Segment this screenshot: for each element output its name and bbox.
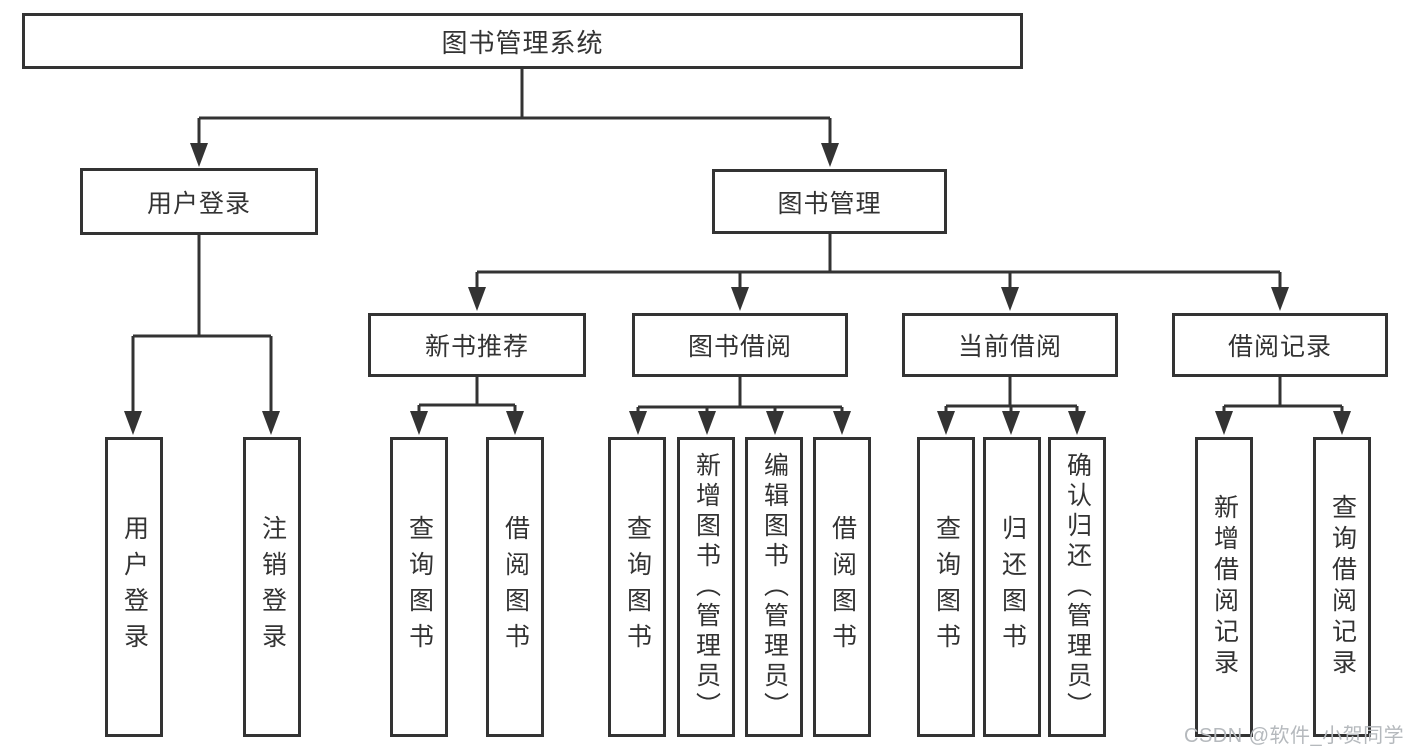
arrow-down-icon: [1271, 287, 1289, 311]
node-book-management-label: 图书管理: [777, 189, 882, 218]
arrow-down-icon: [1333, 411, 1351, 435]
node-book-borrow: 图书借阅: [632, 313, 848, 377]
leaf-logout-login: 注销登录: [243, 437, 301, 737]
leaf-add-book-admin: 新增图书（管理员）: [677, 437, 735, 737]
connector-root-to-level2: [190, 66, 839, 167]
leaf-user-login: 用户登录: [105, 437, 163, 737]
leaf-borrow-query-book: 查询图书: [608, 437, 666, 737]
arrow-down-icon: [698, 411, 716, 435]
node-current-borrow-label: 当前借阅: [957, 333, 1062, 361]
node-new-book-recommend: 新书推荐: [368, 313, 586, 377]
connector-book-borrow-children: [629, 375, 851, 435]
node-root: 图书管理系统: [22, 13, 1023, 69]
leaf-current-query-book: 查询图书: [917, 437, 975, 737]
connector-book-management-level3: [468, 232, 1289, 311]
node-new-book-recommend-label: 新书推荐: [424, 333, 529, 361]
node-borrow-record-label: 借阅记录: [1227, 333, 1332, 361]
leaf-edit-book-admin-label: 编辑图书（管理员）: [760, 452, 789, 722]
leaf-return-book: 归还图书: [983, 437, 1041, 737]
node-book-borrow-label: 图书借阅: [687, 333, 792, 361]
node-borrow-record: 借阅记录: [1172, 313, 1388, 377]
leaf-add-book-admin-label: 新增图书（管理员）: [692, 452, 721, 722]
leaf-add-borrow-record: 新增借阅记录: [1195, 437, 1253, 737]
leaf-user-login-label: 用户登录: [120, 515, 149, 659]
arrow-down-icon: [262, 411, 280, 435]
leaf-recommend-borrow-book: 借阅图书: [486, 437, 544, 737]
leaf-recommend-query-book-label: 查询图书: [405, 515, 434, 659]
arrow-down-icon: [937, 411, 955, 435]
arrow-down-icon: [1001, 287, 1019, 311]
arrow-down-icon: [1215, 411, 1233, 435]
arrow-down-icon: [190, 143, 208, 167]
leaf-query-borrow-record-label: 查询借阅记录: [1328, 494, 1357, 680]
arrow-down-icon: [766, 411, 784, 435]
node-current-borrow: 当前借阅: [902, 313, 1118, 377]
arrow-down-icon: [629, 411, 647, 435]
leaf-borrow-query-book-label: 查询图书: [623, 515, 652, 659]
arrow-down-icon: [1068, 411, 1086, 435]
connector-user-login-children: [124, 233, 280, 435]
arrow-down-icon: [731, 287, 749, 311]
leaf-query-borrow-record: 查询借阅记录: [1313, 437, 1371, 737]
leaf-confirm-return-admin: 确认归还（管理员）: [1048, 437, 1106, 737]
leaf-logout-login-label: 注销登录: [258, 515, 287, 659]
leaf-edit-book-admin: 编辑图书（管理员）: [745, 437, 803, 737]
node-root-label: 图书管理系统: [441, 27, 604, 58]
leaf-current-query-book-label: 查询图书: [932, 515, 961, 659]
leaf-borrow-borrow-book-label: 借阅图书: [828, 515, 857, 659]
leaf-confirm-return-admin-label: 确认归还（管理员）: [1063, 452, 1092, 722]
connector-current-borrow-children: [937, 375, 1086, 435]
arrow-down-icon: [410, 411, 428, 435]
arrow-down-icon: [124, 411, 142, 435]
leaf-recommend-query-book: 查询图书: [390, 437, 448, 737]
arrow-down-icon: [506, 411, 524, 435]
leaf-add-borrow-record-label: 新增借阅记录: [1210, 494, 1239, 680]
csdn-watermark: CSDN @软件_小贺同学: [1184, 725, 1405, 747]
leaf-recommend-borrow-book-label: 借阅图书: [501, 515, 530, 659]
node-user-login-branch-label: 用户登录: [146, 189, 251, 218]
arrow-down-icon: [833, 411, 851, 435]
node-user-login-branch: 用户登录: [80, 168, 318, 235]
leaf-return-book-label: 归还图书: [998, 515, 1027, 659]
connector-new-book-recommend-children: [410, 375, 524, 435]
arrow-down-icon: [821, 143, 839, 167]
connector-borrow-record-children: [1215, 375, 1351, 435]
arrow-down-icon: [1002, 411, 1020, 435]
leaf-borrow-borrow-book: 借阅图书: [813, 437, 871, 737]
arrow-down-icon: [468, 287, 486, 311]
node-book-management: 图书管理: [712, 169, 947, 234]
